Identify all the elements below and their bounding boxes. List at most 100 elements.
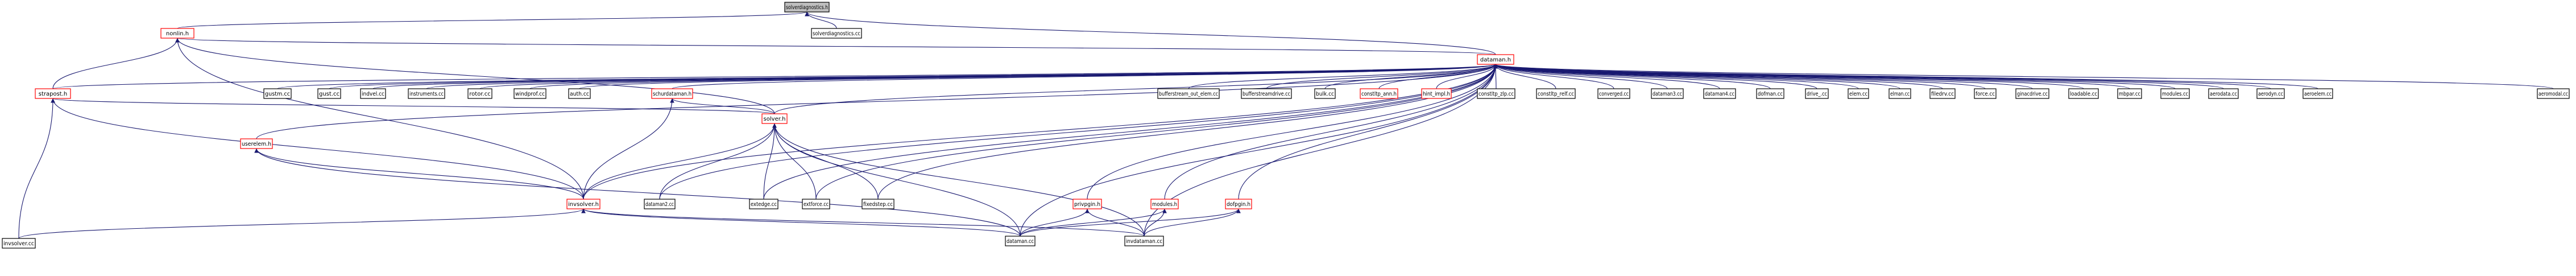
node-box-privpgin_h xyxy=(1072,199,1102,209)
node-ginacdrive_cc[interactable]: ginacdrive.cc xyxy=(2015,88,2049,99)
node-rotor_cc[interactable]: rotor.cc xyxy=(467,88,492,99)
node-gust_cc[interactable]: gust.cc xyxy=(317,88,341,99)
edge-invsolver_h-to-dataman_h xyxy=(583,64,1498,200)
node-box-nonlin_h xyxy=(160,28,194,39)
node-box-invdataman_cc xyxy=(1124,236,1164,246)
edge-schurdataman_h-to-dataman_h xyxy=(672,64,1498,89)
node-label-extforce_cc: extforce.cc xyxy=(804,201,829,208)
edge-invsolver_cc-to-invsolver_h xyxy=(18,208,586,239)
node-force_cc[interactable]: force.cc xyxy=(1974,88,1997,99)
node-auth_cc[interactable]: auth.cc xyxy=(568,88,591,99)
node-box-dataman3_cc xyxy=(1651,88,1684,99)
node-box-aeroelem_cc xyxy=(2302,88,2333,99)
node-box-drive_cc xyxy=(1805,88,1829,99)
node-windprof_cc[interactable]: windprof.cc xyxy=(513,88,546,99)
node-bufferstream_out_elem_cc[interactable]: bufferstream_out_elem.cc xyxy=(1157,88,1220,99)
node-solver_h[interactable]: solver.h xyxy=(761,113,788,124)
edge-modules_cc-to-dataman_h xyxy=(1493,64,2176,89)
node-solverdiagnostics_cc[interactable]: solverdiagnostics.cc xyxy=(811,28,862,39)
node-aerodata_cc[interactable]: aerodata.cc xyxy=(2208,88,2239,99)
node-bulk_cc[interactable]: bulk.cc xyxy=(1314,88,1336,99)
node-drive_cc[interactable]: drive_.cc xyxy=(1805,88,1829,99)
node-box-dofpgin_h xyxy=(1225,199,1252,209)
node-nonlin_h[interactable]: nonlin.h xyxy=(160,28,194,39)
edge-dataman_cc-to-dataman_h xyxy=(1020,64,1498,237)
node-label-dataman2_cc: dataman2.cc xyxy=(645,201,674,208)
node-extedge_cc[interactable]: extedge.cc xyxy=(749,199,778,209)
node-aerodyn_cc[interactable]: aerodyn.cc xyxy=(2256,88,2285,99)
edge-converged_cc-to-dataman_h xyxy=(1493,64,1614,89)
node-label-elman_cc: elman.cc xyxy=(1890,91,1910,97)
node-strapost_h[interactable]: strapost.h xyxy=(35,88,71,99)
edge-ginacdrive_cc-to-dataman_h xyxy=(1493,64,2033,89)
node-fixedstep_cc[interactable]: fixedstep.cc xyxy=(862,199,894,209)
node-filedrv_cc[interactable]: filedrv.cc xyxy=(1929,88,1956,99)
node-schurdataman_h[interactable]: schurdataman.h xyxy=(651,88,693,99)
node-box-hint_impl_h xyxy=(1421,88,1452,99)
edge-extedge_cc-to-dataman_h xyxy=(763,64,1498,200)
edge-dataman_h-to-nonlin_h xyxy=(176,38,1496,55)
edge-auth_cc-to-dataman_h xyxy=(579,64,1498,89)
edge-invdataman_cc-to-dofpgin_h xyxy=(1144,208,1241,237)
node-invsolver_h[interactable]: invsolver.h xyxy=(566,199,600,209)
node-constltp_relf_cc[interactable]: constltp_relf.cc xyxy=(1536,88,1576,99)
node-box-bufferstreamdrive_cc xyxy=(1241,88,1292,99)
edge-hint_impl_h-to-dataman_h xyxy=(1436,64,1498,89)
node-mbpar_cc[interactable]: mbpar.cc xyxy=(2117,88,2142,99)
node-box-dataman_h xyxy=(1477,54,1514,65)
node-label-modules_cc: modules.cc xyxy=(2162,91,2188,97)
node-loadable_cc[interactable]: loadable.cc xyxy=(2068,88,2099,99)
edge-dataman_cc-to-dofpgin_h xyxy=(1020,208,1241,237)
node-dataman4_cc[interactable]: dataman4.cc xyxy=(1703,88,1736,99)
node-dataman_cc[interactable]: dataman.cc xyxy=(1005,236,1036,246)
edge-dataman2_cc-to-dataman_h xyxy=(659,64,1498,200)
node-label-constltp_zlp_cc: constltp_zlp.cc xyxy=(1478,91,1514,97)
edge-invdataman_cc-to-invsolver_h xyxy=(581,208,1145,237)
node-box-rotor_cc xyxy=(467,88,492,99)
node-modules_cc[interactable]: modules.cc xyxy=(2160,88,2190,99)
edge-dataman_cc-to-privpgin_h xyxy=(1020,208,1090,237)
edge-invdataman_cc-to-privpgin_h xyxy=(1085,208,1145,237)
edge-nonlin_h-to-solverdiagnostics_h xyxy=(177,11,809,29)
node-converged_cc[interactable]: converged.cc xyxy=(1597,88,1630,99)
node-dataman2_cc[interactable]: dataman2.cc xyxy=(644,199,676,209)
node-label-modules_h: modules.h xyxy=(1152,201,1177,208)
node-invsolver_cc[interactable]: invsolver.cc xyxy=(2,238,36,249)
node-extforce_cc[interactable]: extforce.cc xyxy=(802,199,830,209)
edge-solverdiagnostics_cc-to-solverdiagnostics_h xyxy=(805,11,837,29)
node-elman_cc[interactable]: elman.cc xyxy=(1888,88,1911,99)
node-invdataman_cc[interactable]: invdataman.cc xyxy=(1124,236,1164,246)
node-modules_h[interactable]: modules.h xyxy=(1150,199,1179,209)
edges-layer xyxy=(18,11,2554,239)
edge-invdataman_cc-to-solver_h xyxy=(772,123,1145,237)
node-aeroelem_cc[interactable]: aeroelem.cc xyxy=(2302,88,2333,99)
node-hint_impl_h[interactable]: hint_impl.h xyxy=(1421,88,1452,99)
node-label-mbpar_cc: mbpar.cc xyxy=(2119,91,2140,97)
node-userelem_h[interactable]: userelem.h xyxy=(240,138,273,149)
node-constltp_ann_h[interactable]: constltp_ann.h xyxy=(1360,88,1398,99)
edge-solver_h-to-nonlin_h xyxy=(175,38,775,114)
node-gustm_cc[interactable]: gustm.cc xyxy=(263,88,292,99)
node-instruments_cc[interactable]: instruments.cc xyxy=(408,88,445,99)
node-elem_cc[interactable]: elem.cc xyxy=(1848,88,1869,99)
node-label-instruments_cc: instruments.cc xyxy=(409,91,444,97)
node-box-userelem_h xyxy=(240,138,273,149)
node-label-constltp_relf_cc: constltp_relf.cc xyxy=(1538,91,1574,97)
node-indvel_cc[interactable]: indvel.cc xyxy=(360,88,386,99)
node-aeromodal_cc[interactable]: aeromodal.cc xyxy=(2537,88,2570,99)
edge-modules_h-to-dataman_h xyxy=(1164,64,1498,200)
edge-bufferstreamdrive_cc-to-dataman_h xyxy=(1266,64,1498,89)
node-privpgin_h[interactable]: privpgin.h xyxy=(1072,199,1102,209)
node-dataman3_cc[interactable]: dataman3.cc xyxy=(1651,88,1684,99)
node-label-aerodyn_cc: aerodyn.cc xyxy=(2258,91,2283,97)
node-bufferstreamdrive_cc[interactable]: bufferstreamdrive.cc xyxy=(1241,88,1292,99)
edge-solver_h-to-dataman_h xyxy=(774,64,1498,114)
node-constltp_zlp_cc[interactable]: constltp_zlp.cc xyxy=(1477,88,1515,99)
node-label-constltp_ann_h: constltp_ann.h xyxy=(1361,91,1397,97)
node-label-indvel_cc: indvel.cc xyxy=(362,91,384,97)
node-box-extedge_cc xyxy=(749,199,778,209)
node-dofpgin_h[interactable]: dofpgin.h xyxy=(1225,199,1252,209)
node-dofman_cc[interactable]: dofman.cc xyxy=(1756,88,1784,99)
node-dataman_h[interactable]: dataman.h xyxy=(1477,54,1514,65)
